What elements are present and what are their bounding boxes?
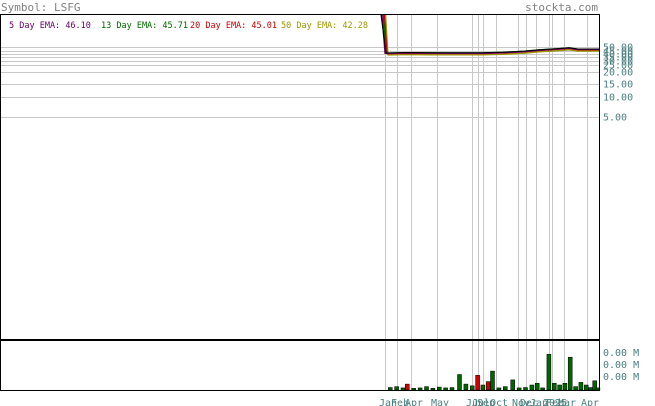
- site-label: stockta.com: [525, 1, 598, 14]
- volume-bar: [510, 379, 515, 391]
- volume-bar: [546, 354, 552, 391]
- price-line: [380, 14, 599, 54]
- legend: 5 Day EMA: 46.10 13 Day EMA: 45.71 20 Da…: [9, 21, 368, 31]
- legend-ema5: 5 Day EMA: 46.10: [9, 21, 91, 31]
- volume-tick-label: 0.00 M: [603, 348, 639, 359]
- price-tick-label: 25.00: [603, 61, 633, 72]
- volume-bar: [552, 383, 557, 391]
- price-tick-label: 20.00: [603, 68, 633, 79]
- legend-ema50-label: 50 Day EMA:: [281, 21, 337, 31]
- x-tick-label: Apr: [405, 398, 423, 406]
- volume-bar: [417, 387, 423, 391]
- x-tick-label: Jan: [379, 398, 397, 406]
- volume-bar: [573, 386, 578, 391]
- volume-bar: [411, 388, 416, 391]
- volume-panel-frame: [0, 340, 600, 391]
- volume-bar: [388, 387, 393, 391]
- legend-ema20-label: 20 Day EMA:: [190, 21, 246, 31]
- volume-bar: [480, 384, 486, 391]
- volume-bar: [578, 382, 584, 391]
- volume-bar: [534, 383, 540, 391]
- volume-bar: [557, 384, 562, 391]
- x-tick-label: Feb: [546, 398, 564, 406]
- price-tick-label: 30.00: [603, 57, 633, 68]
- volume-bar: [475, 375, 480, 391]
- legend-ema13-label: 13 Day EMA:: [101, 21, 157, 31]
- price-tick-label: 10.00: [603, 93, 633, 104]
- volume-bar: [490, 370, 495, 391]
- volume-bar: [529, 384, 535, 391]
- legend-ema20-value: 45.01: [251, 21, 277, 31]
- volume-bar: [437, 386, 442, 391]
- price-axis-ticks: 50.0045.0040.0035.0030.0025.0020.0015.00…: [603, 43, 633, 124]
- x-tick-label: Jul: [472, 398, 490, 406]
- legend-ema13: 13 Day EMA: 45.71: [101, 21, 188, 31]
- volume-bar: [463, 383, 469, 391]
- volume-bar: [540, 387, 545, 391]
- x-tick-label: Oct: [490, 398, 508, 406]
- volume-bar: [443, 387, 448, 391]
- volume-tick-label: 0.00 M: [603, 360, 639, 371]
- volume-bar: [424, 386, 429, 391]
- price-gridlines: [1, 47, 599, 118]
- x-tick-label: 2025: [543, 398, 567, 406]
- volume-bar: [430, 388, 436, 391]
- x-tick-label: May: [431, 398, 449, 406]
- price-series: [380, 14, 599, 56]
- price-tick-label: 35.00: [603, 53, 633, 64]
- legend-ema50: 50 Day EMA: 42.28: [281, 21, 368, 31]
- price-tick-label: 45.00: [603, 47, 633, 58]
- volume-bar: [562, 383, 568, 391]
- x-tick-label: Jun: [466, 398, 484, 406]
- legend-ema13-value: 45.71: [162, 21, 188, 31]
- volume-bar: [449, 387, 455, 391]
- x-tick-label: Mar: [558, 398, 576, 406]
- legend-ema5-label: 5 Day EMA:: [9, 21, 60, 31]
- x-tick-label: Apr: [581, 398, 599, 406]
- x-tick-label: Sep: [477, 398, 495, 406]
- legend-ema5-value: 46.10: [65, 21, 91, 31]
- price-panel-frame: [0, 14, 600, 340]
- volume-bar: [457, 374, 462, 391]
- volume-bar: [496, 387, 502, 391]
- price-tick-label: 15.00: [603, 80, 633, 91]
- volume-bar: [405, 383, 410, 391]
- x-tick-label: Dec: [520, 398, 538, 406]
- price-tick-label: 50.00: [603, 43, 633, 54]
- volume-bar: [400, 387, 406, 391]
- legend-ema50-value: 42.28: [342, 21, 368, 31]
- x-tick-label: Feb: [391, 398, 409, 406]
- volume-bar: [523, 387, 528, 391]
- volume-axis-ticks: 0.00 M0.00 M0.00 M: [603, 348, 639, 383]
- x-tick-label: Nov: [512, 398, 530, 406]
- vertical-gridlines: [385, 15, 588, 390]
- price-tick-label: 40.00: [603, 50, 633, 61]
- symbol-label: Symbol: LSFG: [1, 1, 80, 14]
- volume-bar: [567, 356, 573, 391]
- volume-bar: [485, 381, 491, 391]
- volume-tick-label: 0.00 M: [603, 372, 639, 383]
- ema-line-50day: [384, 14, 599, 56]
- volume-bar: [583, 384, 589, 391]
- volume-bar: [588, 387, 593, 391]
- volume-bar: [394, 386, 399, 391]
- volume-bar: [516, 387, 522, 391]
- volume-bars: [388, 354, 601, 391]
- volume-bar: [470, 385, 475, 391]
- legend-ema20: 20 Day EMA: 45.01: [190, 21, 277, 31]
- volume-bar: [503, 386, 508, 391]
- price-tick-label: 5.00: [603, 113, 627, 124]
- x-tick-label: Jan: [530, 398, 548, 406]
